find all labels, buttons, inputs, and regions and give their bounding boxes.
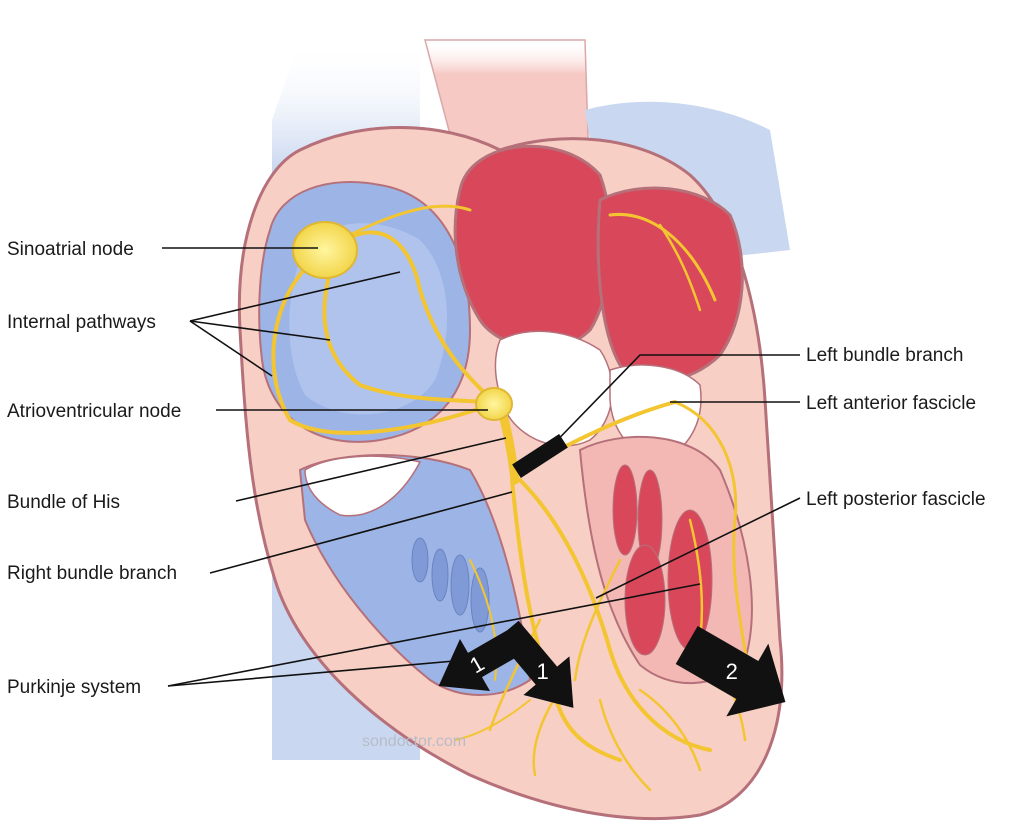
aortic-root bbox=[453, 144, 613, 350]
leader-purkinje-system-2 bbox=[167, 656, 501, 687]
sinoatrial-node-shape bbox=[292, 221, 358, 279]
label-left-anterior-fascicle: Left anterior fascicle bbox=[806, 393, 976, 414]
label-left-posterior-fascicle: Left posterior fascicle bbox=[806, 489, 986, 510]
label-left-bundle-branch: Left bundle branch bbox=[806, 345, 963, 366]
right-papillary-muscles bbox=[411, 537, 490, 633]
internodal-pathway-1 bbox=[271, 248, 492, 435]
purkinje-fibre bbox=[488, 618, 542, 732]
internodal-pathway-3 bbox=[343, 230, 492, 400]
leader-purkinje-system-1 bbox=[167, 583, 701, 687]
arrow-1b-shape bbox=[497, 620, 574, 708]
left-bundle-block-marker bbox=[512, 434, 568, 478]
right-labels: Left bundle branch Left anterior fascicl… bbox=[806, 345, 986, 510]
purkinje-fibre bbox=[638, 688, 702, 772]
arrow-1b: 1 bbox=[497, 620, 574, 708]
label-purkinje-system: Purkinje system bbox=[7, 677, 141, 698]
leader-left-bundle-branch bbox=[539, 354, 800, 459]
interatrial-pathway bbox=[348, 204, 472, 237]
leader-bundle-of-his bbox=[235, 437, 507, 502]
tricuspid-valve-area bbox=[304, 455, 422, 517]
conduction-system bbox=[271, 204, 752, 792]
left-atrium bbox=[596, 186, 744, 383]
arrow-1b-label: 1 bbox=[536, 659, 548, 684]
left-anterior-path bbox=[673, 400, 752, 682]
left-labels: Sinoatrial node Internal pathways Atriov… bbox=[7, 239, 181, 698]
leader-internal-pathways-3 bbox=[189, 320, 273, 377]
left-atrial-branch bbox=[608, 212, 717, 302]
purkinje-fibre bbox=[688, 518, 704, 642]
arrow-2-shape bbox=[675, 625, 786, 717]
watermark: sondoctor.com bbox=[362, 733, 466, 750]
arrow-2: 2 bbox=[675, 625, 786, 717]
leader-lines bbox=[162, 247, 801, 687]
leader-left-posterior-fascicle bbox=[595, 497, 801, 599]
left-posterior-path bbox=[518, 478, 712, 752]
purkinje-fibre bbox=[454, 699, 531, 741]
label-bundle-of-his: Bundle of His bbox=[7, 492, 120, 513]
purkinje-fibre bbox=[598, 698, 652, 792]
left-atrial-branch-2 bbox=[658, 223, 702, 312]
label-right-bundle-branch: Right bundle branch bbox=[7, 563, 177, 584]
label-sinoatrial-node: Sinoatrial node bbox=[7, 239, 134, 260]
purkinje-fibre bbox=[573, 558, 622, 682]
internodal-pathway-2 bbox=[322, 253, 492, 404]
leader-internal-pathways-2 bbox=[189, 320, 331, 341]
label-atrioventricular-node: Atrioventricular node bbox=[7, 401, 181, 422]
arrow-2-label: 2 bbox=[726, 659, 738, 684]
label-internal-pathways: Internal pathways bbox=[7, 312, 156, 333]
leader-internal-pathways-1 bbox=[189, 271, 401, 322]
atrioventricular-node-shape bbox=[475, 387, 513, 421]
leader-right-bundle-branch bbox=[209, 491, 513, 574]
